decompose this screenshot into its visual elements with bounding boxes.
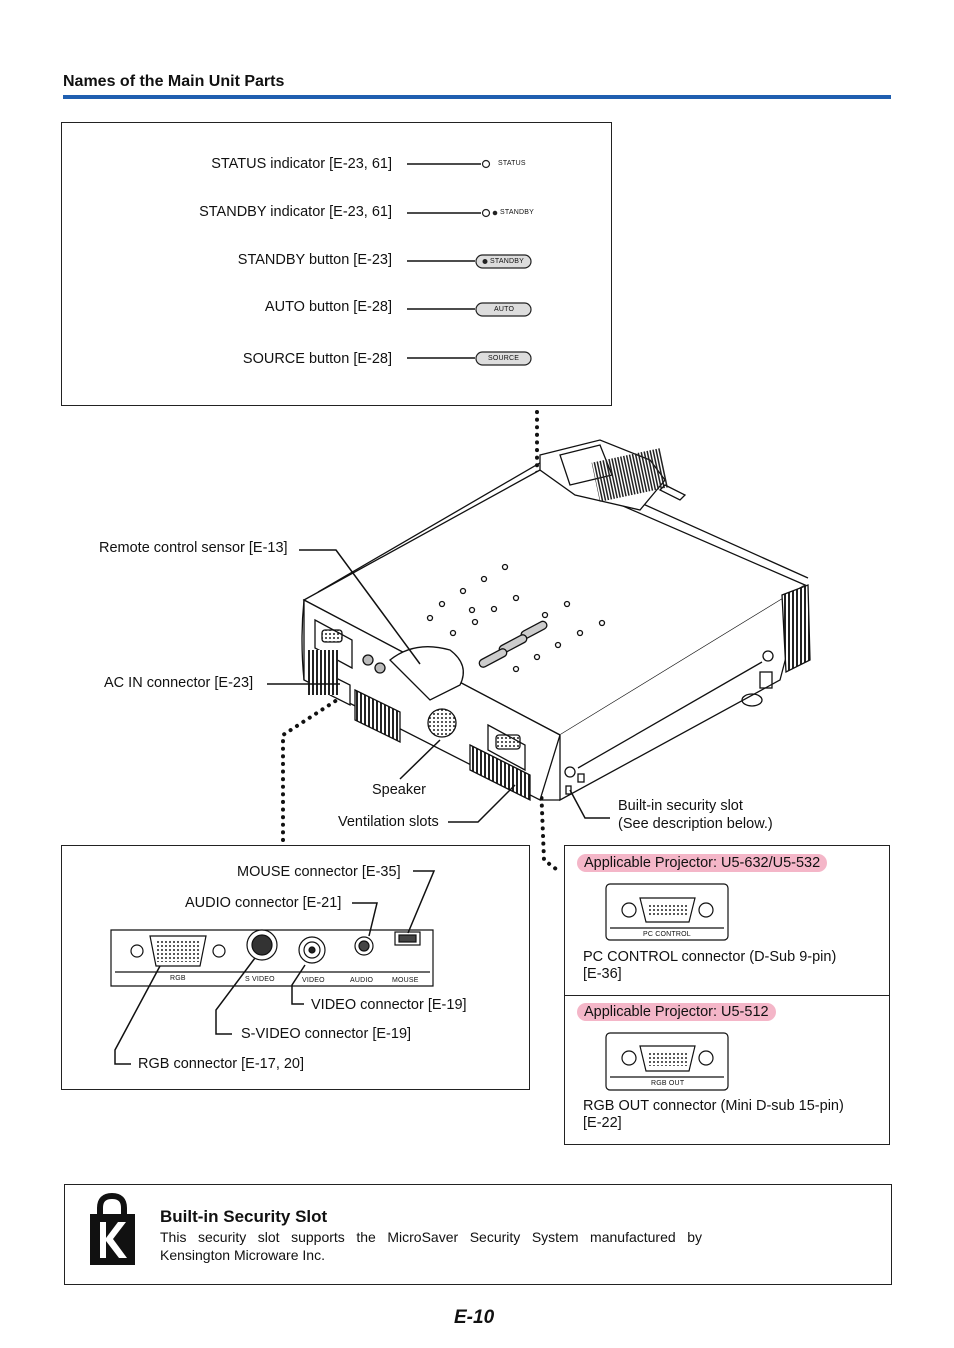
port-tag-video: VIDEO	[302, 977, 325, 984]
panel-leaders	[407, 163, 481, 359]
security-slot-note: (See description below.)	[618, 816, 773, 832]
security-slot-label: Built-in security slot	[618, 798, 743, 814]
ventilation-label: Ventilation slots	[338, 814, 439, 830]
pc-control-tag: PC CONTROL	[643, 931, 691, 938]
remote-sensor-label: Remote control sensor [E-13]	[99, 540, 288, 556]
standby-button-label: STANDBY button [E-23]	[237, 252, 392, 268]
control-panel-box	[61, 122, 612, 406]
title-rule	[63, 95, 891, 99]
security-text-line1: This security slot supports the MicroSav…	[160, 1229, 702, 1245]
section-title: Names of the Main Unit Parts	[63, 73, 285, 90]
auto-button-label: AUTO button [E-28]	[264, 299, 392, 315]
status-indicator-label: STATUS indicator [E-23, 61]	[211, 156, 392, 172]
security-text-line2: Kensington Microware Inc.	[160, 1247, 325, 1263]
rgb-out-desc: RGB OUT connector (Mini D-sub 15-pin)	[583, 1098, 844, 1114]
rear-panel-strip	[110, 929, 434, 987]
applicable-pill-b: Applicable Projector: U5-512	[577, 1003, 776, 1021]
rear-leaders	[114, 870, 436, 1065]
audio-connector-label: AUDIO connector [E-21]	[185, 895, 342, 911]
page-number: E-10	[454, 1307, 495, 1328]
rgb-out-ref: [E-22]	[583, 1115, 622, 1131]
panel-controls	[475, 159, 532, 366]
kensington-lock-icon	[90, 1192, 135, 1265]
security-title: Built-in Security Slot	[160, 1207, 328, 1226]
svideo-connector-label: S-VIDEO connector [E-19]	[241, 1026, 412, 1042]
auto-button-tag: AUTO	[494, 306, 515, 313]
projector-leaders	[267, 549, 610, 823]
port-tag-svideo: S VIDEO	[245, 976, 275, 983]
standby-indicator-label: STANDBY indicator [E-23, 61]	[199, 204, 392, 220]
security-info-box	[64, 1184, 892, 1285]
port-tag-audio: AUDIO	[350, 977, 374, 984]
speaker-label: Speaker	[372, 782, 427, 798]
status-tag: STATUS	[498, 160, 526, 167]
source-button-label: SOURCE button [E-28]	[242, 351, 392, 367]
pc-control-ref: [E-36]	[583, 966, 622, 982]
projector-illustration	[301, 439, 811, 802]
applicable-pill-a: Applicable Projector: U5-632/U5-532	[577, 854, 828, 872]
rgb-out-tag: RGB OUT	[651, 1080, 685, 1087]
rgb-connector-label: RGB connector [E-17, 20]	[138, 1056, 305, 1072]
standby-button-tag: STANDBY	[490, 258, 524, 265]
pc-control-desc: PC CONTROL connector (D-Sub 9-pin)	[583, 949, 837, 965]
applicable-box-b	[564, 995, 890, 1145]
mouse-connector-label: MOUSE connector [E-35]	[237, 864, 401, 880]
standby-tag: STANDBY	[500, 209, 534, 216]
ac-in-label: AC IN connector [E-23]	[104, 675, 254, 691]
port-tag-rgb: RGB	[170, 975, 186, 982]
source-button-tag: SOURCE	[488, 355, 520, 362]
rear-panel-box	[61, 845, 530, 1090]
video-connector-label: VIDEO connector [E-19]	[311, 997, 467, 1013]
port-tag-mouse: MOUSE	[392, 977, 419, 984]
applicable-connectors	[605, 883, 729, 1091]
